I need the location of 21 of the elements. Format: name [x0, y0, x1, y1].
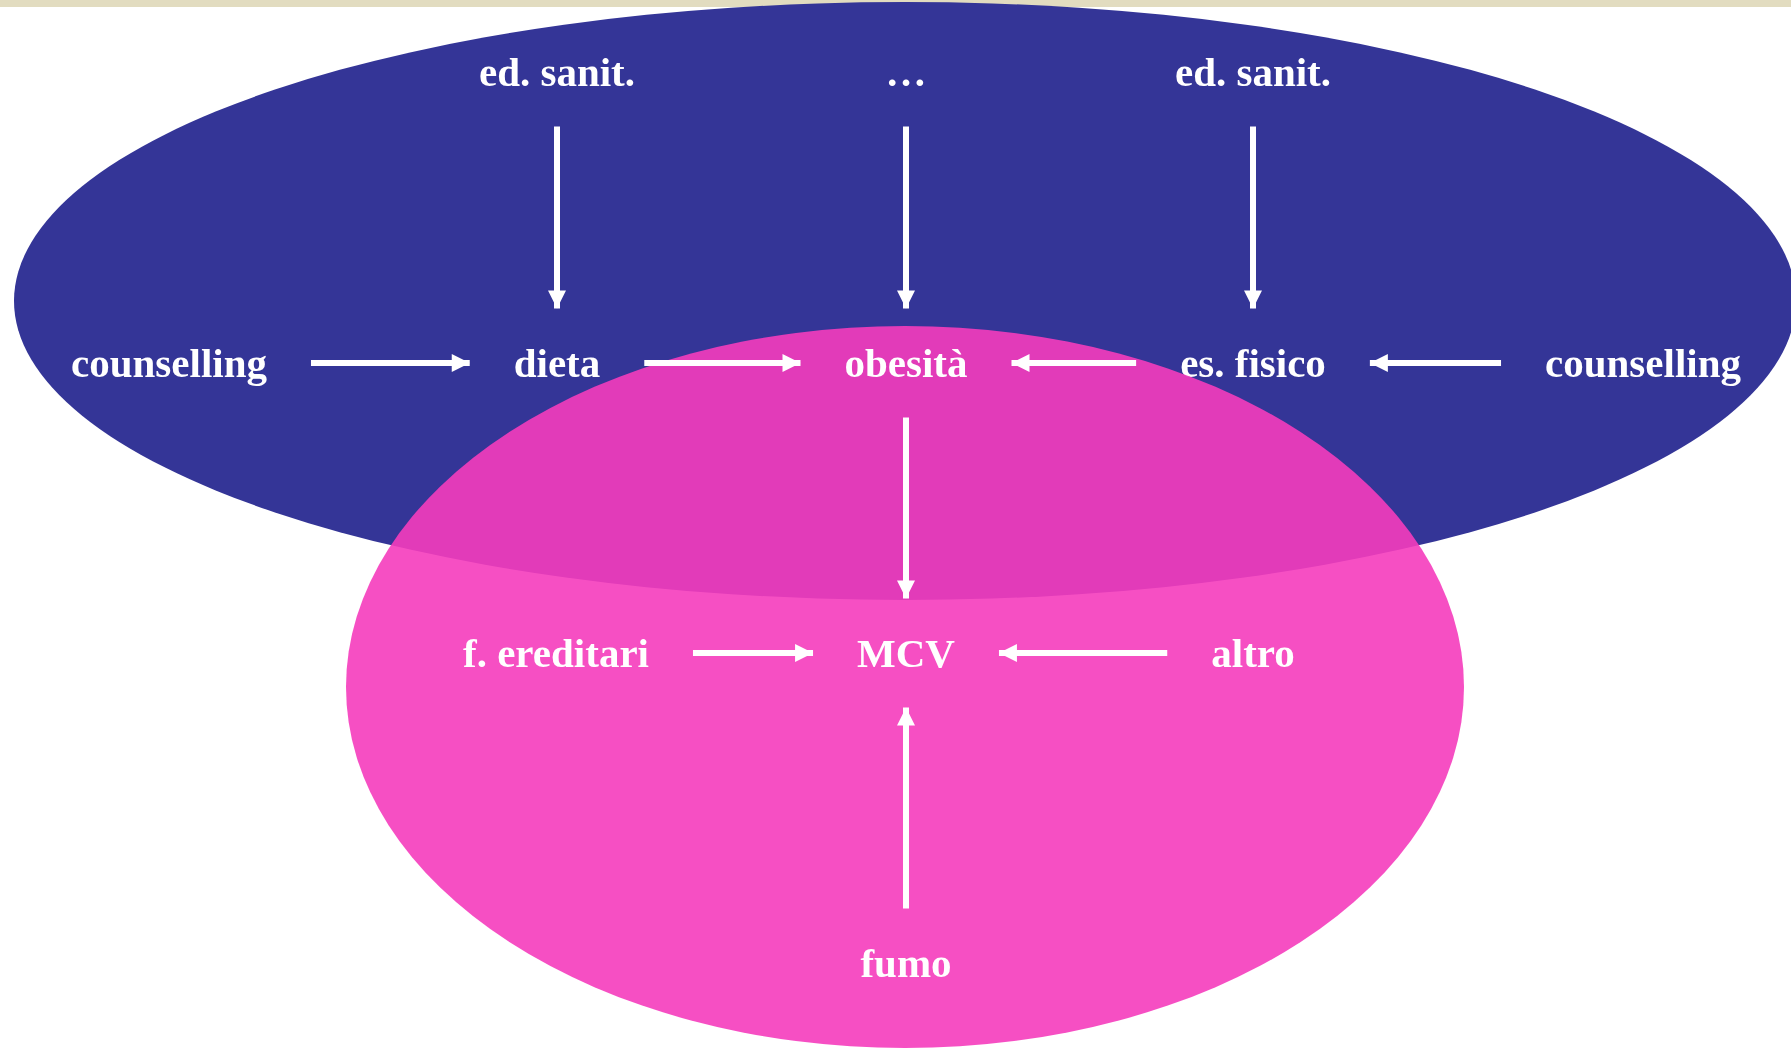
- node-label: obesità: [844, 342, 968, 384]
- arrow: [998, 644, 1168, 662]
- node-label: altro: [1211, 632, 1295, 674]
- arrow: [897, 417, 915, 599]
- node-label: MCV: [857, 632, 955, 674]
- node-label: counselling: [71, 342, 267, 384]
- arrow: [1244, 126, 1262, 309]
- arrow: [1369, 354, 1502, 372]
- node-label: ed. sanit.: [478, 51, 636, 93]
- arrow: [897, 707, 915, 909]
- arrow: [548, 126, 566, 309]
- arrow: [897, 126, 915, 309]
- node-label: counselling: [1545, 342, 1741, 384]
- node-label: dieta: [513, 342, 601, 384]
- node-label: fumo: [860, 942, 952, 984]
- node-label: f. ereditari: [463, 632, 649, 674]
- node-label: ed. sanit.: [1174, 51, 1332, 93]
- node-label: es. fisico: [1180, 342, 1326, 384]
- node-label: …: [885, 51, 927, 93]
- arrow: [1011, 354, 1137, 372]
- arrow: [310, 354, 470, 372]
